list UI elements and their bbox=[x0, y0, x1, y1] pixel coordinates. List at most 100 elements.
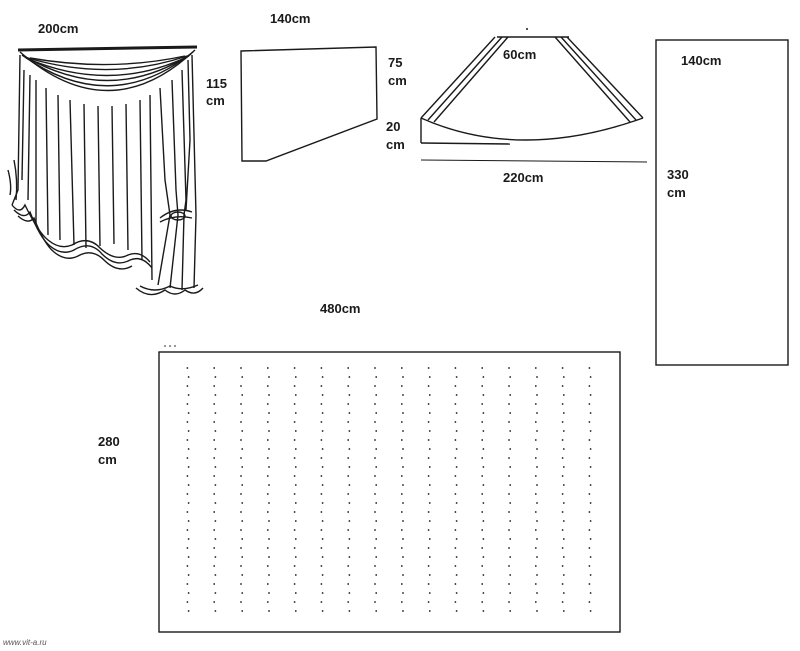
pleat-dot bbox=[294, 556, 297, 558]
pleat-dot bbox=[268, 574, 270, 576]
pleat-dot bbox=[187, 592, 190, 594]
pleat-dot bbox=[534, 439, 537, 441]
pleat-dot bbox=[347, 421, 350, 423]
pleat-dot bbox=[213, 583, 216, 585]
pleat-dot bbox=[187, 538, 190, 540]
pleat-dot bbox=[240, 565, 242, 567]
pleat-dot bbox=[588, 475, 591, 477]
pleat-dot bbox=[375, 394, 378, 396]
pleat-dot bbox=[481, 583, 484, 585]
pleat-dot bbox=[427, 511, 430, 513]
pleat-dot bbox=[588, 601, 591, 603]
pleat-dot bbox=[536, 430, 538, 432]
pleat-dot bbox=[375, 610, 378, 612]
pleat-dot bbox=[187, 520, 190, 522]
pleat-dot bbox=[400, 583, 403, 585]
pleat-dot bbox=[481, 403, 484, 405]
pleat-dot bbox=[213, 403, 216, 405]
pleat-dot bbox=[588, 493, 591, 495]
pleat-dot bbox=[536, 376, 538, 378]
pleat-dot bbox=[588, 403, 591, 405]
pleat-dot bbox=[348, 538, 351, 540]
pleat-dot bbox=[213, 421, 216, 423]
pleat-dot bbox=[455, 556, 458, 558]
pleat-dot bbox=[374, 403, 376, 405]
pleat-dot bbox=[534, 475, 537, 477]
pleat-dot bbox=[427, 475, 430, 477]
pleat-dot bbox=[562, 466, 565, 468]
pleat-dot bbox=[428, 574, 431, 576]
pleat-dot bbox=[589, 394, 592, 396]
pleat-dot bbox=[214, 376, 217, 378]
pleat-dot bbox=[347, 601, 350, 603]
pleat-dot bbox=[428, 520, 431, 522]
pleat-dot bbox=[509, 538, 512, 540]
pleat-dot bbox=[321, 592, 324, 594]
pleat-dot bbox=[268, 538, 270, 540]
pleat-dot bbox=[294, 430, 297, 432]
pleat-dot bbox=[187, 484, 190, 486]
pleat-dot bbox=[186, 403, 189, 405]
pleat-dot bbox=[455, 376, 458, 378]
pleat-dot bbox=[454, 601, 457, 603]
pleat-dot bbox=[374, 385, 376, 387]
pleat-dot bbox=[213, 385, 216, 387]
pleat-dot bbox=[321, 466, 324, 468]
pleat-dot bbox=[400, 565, 403, 567]
pleat-dot bbox=[320, 475, 323, 477]
pleat-dot bbox=[294, 502, 297, 504]
pleat-dot bbox=[400, 457, 403, 459]
main-height-value: 280 bbox=[98, 434, 120, 449]
pleat-dot bbox=[400, 529, 403, 531]
pleat-dot bbox=[320, 421, 323, 423]
pleat-dot bbox=[536, 502, 538, 504]
pleat-dot bbox=[508, 475, 510, 477]
pleat-dot bbox=[321, 376, 324, 378]
pleat-dot bbox=[186, 493, 189, 495]
pleat-dot bbox=[293, 511, 296, 513]
pleat-dot bbox=[588, 565, 591, 567]
pleat-dot bbox=[293, 547, 296, 549]
pleat-dot bbox=[402, 448, 404, 450]
pleat-dot bbox=[320, 529, 323, 531]
pleat-dot bbox=[347, 457, 350, 459]
pleat-dot bbox=[374, 457, 376, 459]
pleat-dot bbox=[402, 556, 404, 558]
pleat-dot bbox=[427, 457, 430, 459]
pleat-dot bbox=[536, 574, 538, 576]
pleat-dot bbox=[241, 376, 244, 378]
pleat-dot bbox=[186, 367, 189, 369]
pleat-dot bbox=[562, 592, 565, 594]
pleat-dot bbox=[508, 601, 510, 603]
pleat-dot bbox=[293, 457, 296, 459]
pleat-dot bbox=[294, 592, 297, 594]
pleat-dot bbox=[348, 376, 351, 378]
swag-width-label: 220cm bbox=[503, 170, 544, 185]
pleat-dot bbox=[428, 556, 431, 558]
side-panel-width-label: 140cm bbox=[270, 11, 311, 26]
pleat-dot bbox=[374, 601, 376, 603]
pleat-dot bbox=[321, 502, 324, 504]
curtain-width-label: 200cm bbox=[38, 21, 79, 36]
pleat-dot bbox=[534, 403, 537, 405]
pleat-dot bbox=[187, 448, 190, 450]
pleat-dot bbox=[562, 520, 565, 522]
pleat-dot bbox=[400, 421, 403, 423]
pleat-dot bbox=[481, 475, 484, 477]
pleat-dot bbox=[213, 493, 216, 495]
pleat-dot bbox=[427, 601, 430, 603]
pleat-dot bbox=[214, 484, 217, 486]
pleat-dot bbox=[214, 466, 217, 468]
pleat-dot bbox=[508, 457, 510, 459]
pleat-dot bbox=[400, 403, 403, 405]
pleat-dot bbox=[482, 592, 485, 594]
pleat-dot bbox=[509, 592, 512, 594]
pleat-dot bbox=[374, 493, 376, 495]
pleat-dot bbox=[562, 430, 565, 432]
pleat-dot bbox=[561, 565, 564, 567]
pleat-dot bbox=[321, 394, 324, 396]
pleat-dot bbox=[320, 493, 323, 495]
pleat-dot bbox=[213, 439, 216, 441]
pleat-dot bbox=[294, 412, 297, 414]
pleat-dot bbox=[509, 556, 512, 558]
